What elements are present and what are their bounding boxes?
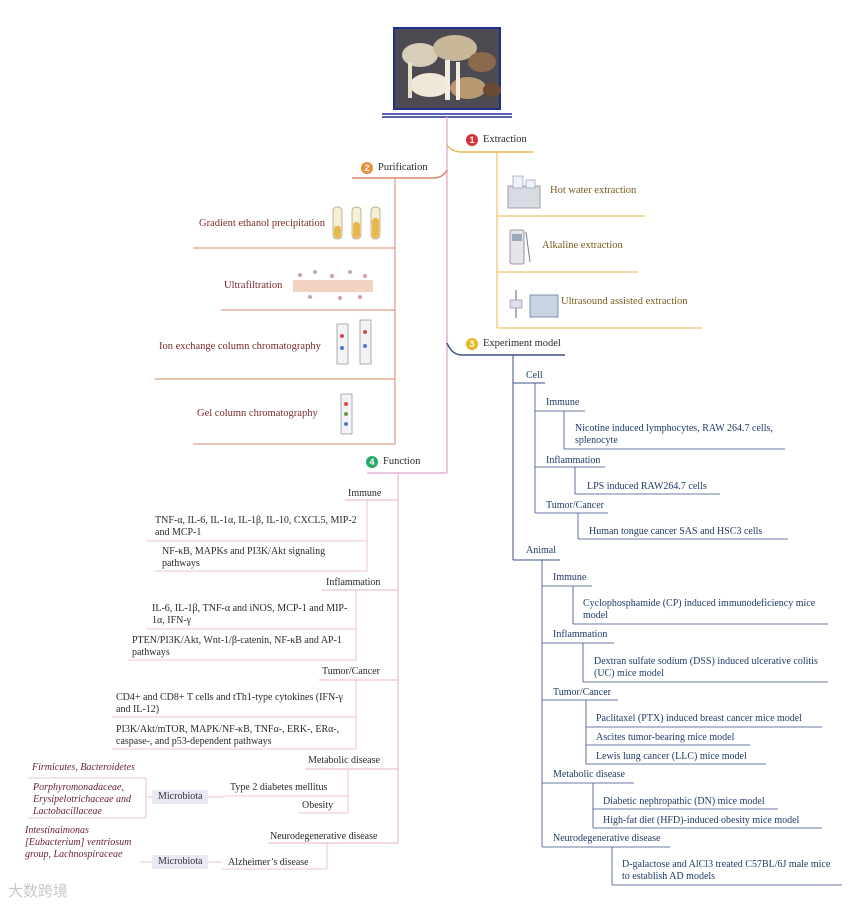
purification-item-ethanol: Gradient ethanol precipitation	[199, 218, 325, 229]
function-tumor-heading: Tumor/Cancer	[322, 666, 380, 677]
ion-exchange-column-icon	[336, 319, 372, 365]
purification-item-ultrafiltration: Ultrafiltration	[224, 280, 283, 291]
ultrasound-icon	[509, 290, 559, 318]
microbiota-chip: Microbiota	[152, 855, 209, 869]
purification-item-gel-column: Gel column chromatography	[197, 408, 318, 419]
cell-inflammation-heading: Inflammation	[546, 455, 601, 466]
experiment-heading: Experiment model	[483, 338, 561, 349]
purification-item-ion-exchange: Ion exchange column chromatography	[159, 341, 321, 352]
function-heading: Function	[383, 456, 421, 467]
microbiota-taxa: Porphyromonadaceae, Erysipelotrichaceae …	[33, 782, 132, 817]
microbiota-chip: Microbiota	[152, 790, 209, 804]
extraction-badge: 1	[466, 134, 478, 146]
animal-metabolic-item: High-fat diet (HFD)-induced obesity mice…	[603, 815, 800, 826]
water-bath-icon	[507, 175, 541, 209]
cell-tumor-heading: Tumor/Cancer	[546, 500, 604, 511]
purification-heading: Purification	[378, 162, 428, 173]
cell-immune-item: Nicotine induced lymphocytes, RAW 264.7 …	[575, 423, 773, 446]
microbiota-taxa: Intestinaimonas [Eubacterium] ventriosum…	[25, 825, 132, 860]
animal-neuro-item: D-galactose and AlCl3 treated C57BL/6J m…	[622, 859, 831, 882]
function-immune-heading: Immune	[348, 488, 382, 499]
animal-inflammation-item: Dextran sulfate sodium (DSS) induced ulc…	[594, 656, 818, 679]
animal-tumor-item: Ascites tumor-bearing mice model	[596, 732, 735, 743]
test-tubes-icon	[332, 206, 381, 240]
animal-tumor-item: Lewis lung cancer (LLC) mice model	[596, 751, 747, 762]
function-tumor-item: CD4+ and CD8+ T cells and tTh1-type cyto…	[116, 692, 343, 715]
watermark: 大数跨境	[8, 882, 69, 900]
microbiota-taxa: Firmicutes, Bacteroidetes	[32, 762, 135, 773]
animal-neuro-heading: Neurodegenerative disease	[553, 833, 661, 844]
ph-meter-icon	[509, 229, 531, 265]
membrane-icon	[293, 270, 373, 300]
cell-inflammation-item: LPS induced RAW264.7 cells	[587, 481, 707, 492]
extraction-item-alkaline: Alkaline extraction	[542, 240, 623, 251]
animal-inflammation-heading: Inflammation	[553, 629, 608, 640]
extraction-heading: Extraction	[483, 134, 527, 145]
function-inflammation-item: PTEN/PI3K/Akt, Wnt-1/β-catenin, NF-κB an…	[132, 635, 342, 658]
cell-tumor-item: Human tongue cancer SAS and HSC3 cells	[589, 526, 763, 537]
animal-immune-heading: Immune	[553, 572, 587, 583]
animal-metabolic-item: Diabetic nephropathic (DN) mice model	[603, 796, 765, 807]
experiment-badge: 3	[466, 338, 478, 350]
cell-immune-heading: Immune	[546, 397, 580, 408]
t2dm-label: Type 2 diabetes mellitus	[230, 782, 328, 793]
animal-tumor-item: Paclitaxel (PTX) induced breast cancer m…	[596, 713, 803, 724]
extraction-item-hot-water: Hot water extraction	[550, 185, 637, 196]
animal-metabolic-heading: Metabolic disease	[553, 769, 625, 780]
animal-immune-item: Cyclophosphamide (CP) induced immunodefi…	[583, 598, 816, 621]
function-inflammation-item: IL-6, IL-1β, TNF-α and iNOS, MCP-1 and M…	[152, 603, 348, 626]
function-metabolic-heading: Metabolic disease	[308, 755, 380, 766]
purification-badge: 2	[361, 162, 373, 174]
extraction-item-ultrasound: Ultrasound assisted extraction	[561, 296, 688, 307]
mushroom-photo	[393, 27, 501, 110]
animal-heading: Animal	[526, 545, 556, 556]
function-immune-item: NF-κB, MAPKs and PI3K/Akt signaling path…	[162, 546, 326, 569]
function-neuro-heading: Neurodegenerative disease	[270, 831, 378, 842]
function-tumor-item: PI3K/Akt/mTOR, MAPK/NF-κB, TNFα-, ERK-, …	[116, 724, 340, 747]
alzheimers-label: Alzheimer’s disease	[228, 857, 309, 868]
function-badge: 4	[366, 456, 378, 468]
function-immune-item: TNF-α, IL-6, IL-1α, IL-1β, IL-10, CXCL5,…	[155, 515, 357, 538]
function-inflammation-heading: Inflammation	[326, 577, 381, 588]
obesity-label: Obesity	[302, 800, 334, 811]
animal-tumor-heading: Tumor/Cancer	[553, 687, 611, 698]
gel-column-icon	[340, 393, 353, 435]
cell-heading: Cell	[526, 370, 543, 381]
